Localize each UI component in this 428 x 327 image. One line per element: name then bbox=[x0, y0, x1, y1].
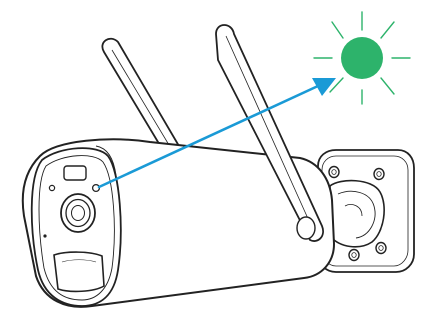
wall-mount-bracket bbox=[317, 149, 415, 273]
camera-lens bbox=[60, 193, 96, 233]
status-light-indicator bbox=[313, 11, 411, 105]
arrow-head bbox=[312, 78, 336, 96]
indicator-arrow bbox=[97, 78, 336, 189]
microphone-hole bbox=[43, 234, 47, 238]
camera-front-face bbox=[30, 147, 122, 307]
swivel-joint bbox=[329, 179, 385, 248]
antenna-hinge bbox=[296, 216, 316, 240]
right-antenna bbox=[215, 24, 324, 242]
bracket-screw-bottom-right bbox=[375, 241, 387, 255]
light-sensor bbox=[63, 165, 87, 181]
left-antenna bbox=[101, 37, 187, 163]
ir-sensor-dot bbox=[48, 184, 56, 192]
bracket-screw-top-left bbox=[328, 165, 340, 179]
light-rays bbox=[313, 11, 411, 105]
bracket-screw-top-right bbox=[373, 167, 385, 181]
bracket-screw-bottom-left bbox=[348, 248, 360, 262]
pir-sensor-window bbox=[53, 251, 105, 293]
green-status-dot bbox=[341, 37, 383, 79]
